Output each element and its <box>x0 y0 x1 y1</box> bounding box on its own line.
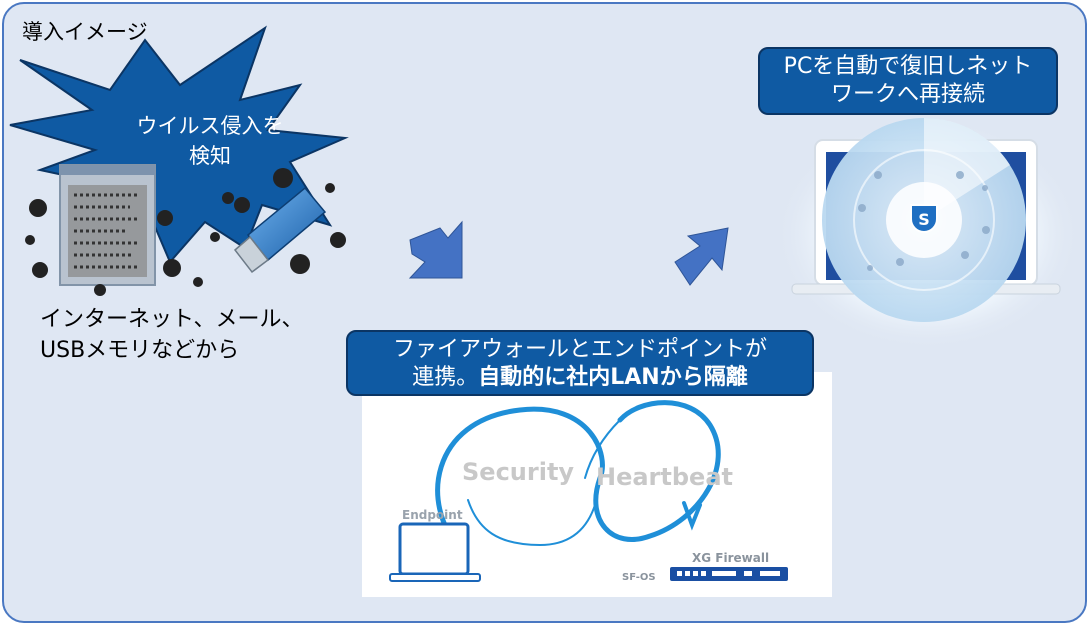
heartbeat-label: Heartbeat <box>596 463 733 491</box>
caption-line1: インターネット、メール、 <box>40 307 304 332</box>
burst-text-line1: ウイルス侵入を <box>137 114 284 138</box>
recovery-line1: PCを自動で復旧しネット <box>783 54 1033 79</box>
usb-memory-icon <box>233 186 327 274</box>
isolation-callout: ファイアウォールとエンドポイントが 連携。自動的に社内LANから隔離 <box>346 330 814 396</box>
recovery-line2: ワークへ再接続 <box>830 82 985 107</box>
burst-text-line2: 検知 <box>189 144 231 168</box>
isolation-line2-bold: 自動的に社内LANから隔離 <box>478 365 748 390</box>
endpoint-label: Endpoint <box>402 508 463 522</box>
os-label: SF-OS <box>622 572 656 583</box>
flow-arrow-up-right <box>674 227 729 286</box>
isolation-line2-normal: 連携。 <box>412 365 479 390</box>
heartbeat-infinity-loop <box>435 400 721 551</box>
firewall-label: XG Firewall <box>692 551 769 565</box>
virus-icon <box>25 168 346 296</box>
security-label: Security <box>462 458 574 486</box>
recovery-callout: PCを自動で復旧しネット ワークへ再接続 <box>758 47 1058 115</box>
virus-alert-burst <box>9 25 349 264</box>
isolation-line2: 連携。自動的に社内LANから隔離 <box>348 364 812 392</box>
isolation-line1: ファイアウォールとエンドポイントが <box>392 337 767 362</box>
infection-source-caption: インターネット、メール、 USBメモリなどから <box>40 304 304 366</box>
svg-text:S: S <box>918 210 930 229</box>
flow-arrow-down-right <box>408 220 463 279</box>
endpoint-laptop-icon <box>389 522 481 582</box>
caption-line2: USBメモリなどから <box>40 338 240 363</box>
page-title: 導入イメージ <box>22 20 148 44</box>
sophos-shield-icon: S <box>910 204 938 233</box>
infected-document-icon <box>59 164 156 286</box>
xg-firewall-appliance-icon <box>670 567 788 581</box>
